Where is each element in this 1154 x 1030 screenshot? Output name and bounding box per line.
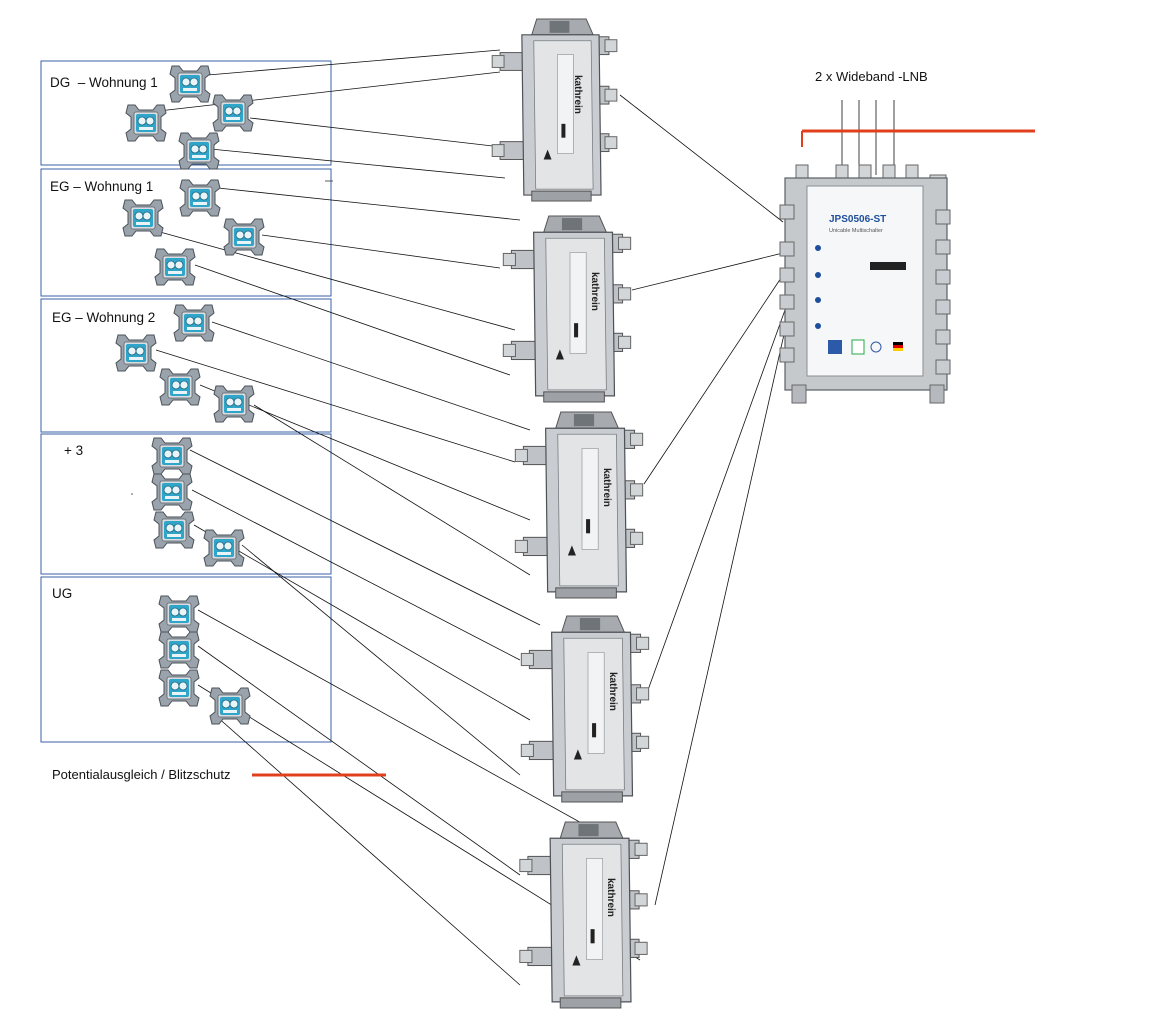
- antenna-outlet-icon: [212, 94, 254, 132]
- antenna-outlet-icon: [179, 179, 221, 217]
- antenna-outlet-icon: [209, 687, 251, 725]
- four-way-splitter-icon: [519, 821, 648, 1009]
- antenna-outlet-icon: [158, 595, 200, 633]
- antenna-outlet-icon: [158, 631, 200, 669]
- zone-label-ug: UG: [52, 586, 72, 601]
- antenna-outlet-icon: [115, 334, 157, 372]
- zone-box-eg-wohnung-2: [40, 298, 332, 433]
- antenna-outlet-icon: [153, 511, 195, 549]
- antenna-outlet-icon: [178, 132, 220, 170]
- switch-subtitle: Unicable Multischalter: [829, 228, 883, 234]
- antenna-outlet-icon: [169, 65, 211, 103]
- splitter-brand: kathrein: [607, 672, 618, 711]
- antenna-outlet-icon: [158, 669, 200, 707]
- zone-label-eg-wohnung-1: EG – Wohnung 1: [50, 179, 153, 194]
- antenna-outlet-icon: [151, 473, 193, 511]
- antenna-outlet-icon: [154, 248, 196, 286]
- grounding-label: Potentialausgleich / Blitzschutz: [52, 767, 230, 782]
- splitter-brand: kathrein: [572, 75, 583, 114]
- zone-box-plus-3: [40, 433, 332, 575]
- switch-model: JPS0506-ST: [829, 214, 886, 225]
- splitter-brand: kathrein: [605, 878, 616, 917]
- zone-label-dg-wohnung-1: DG – Wohnung 1: [50, 75, 158, 90]
- antenna-outlet-icon: [151, 437, 193, 475]
- four-way-splitter-icon: [491, 18, 618, 202]
- antenna-outlet-icon: [223, 218, 265, 256]
- antenna-outlet-icon: [213, 385, 255, 423]
- zone-label-plus-3: + 3: [64, 443, 83, 458]
- antenna-outlet-icon: [173, 304, 215, 342]
- splitter-brand: kathrein: [601, 468, 612, 507]
- antenna-outlet-icon: [125, 104, 167, 142]
- multiswitch-icon: JPS0506-ST Unicable Multischalter: [779, 164, 951, 404]
- antenna-outlet-icon: [159, 368, 201, 406]
- antenna-outlet-icon: [122, 199, 164, 237]
- four-way-splitter-icon: [520, 615, 650, 803]
- coax-cables: [149, 49, 895, 986]
- four-way-splitter-icon: [514, 411, 644, 599]
- splitter-brand: kathrein: [589, 272, 600, 311]
- antenna-outlet-icon: [203, 529, 245, 567]
- zone-label-eg-wohnung-2: EG – Wohnung 2: [52, 310, 155, 325]
- lnb-label: 2 x Wideband -LNB: [815, 69, 928, 84]
- zone-box-ug: [40, 576, 332, 743]
- four-way-splitter-icon: [502, 215, 632, 403]
